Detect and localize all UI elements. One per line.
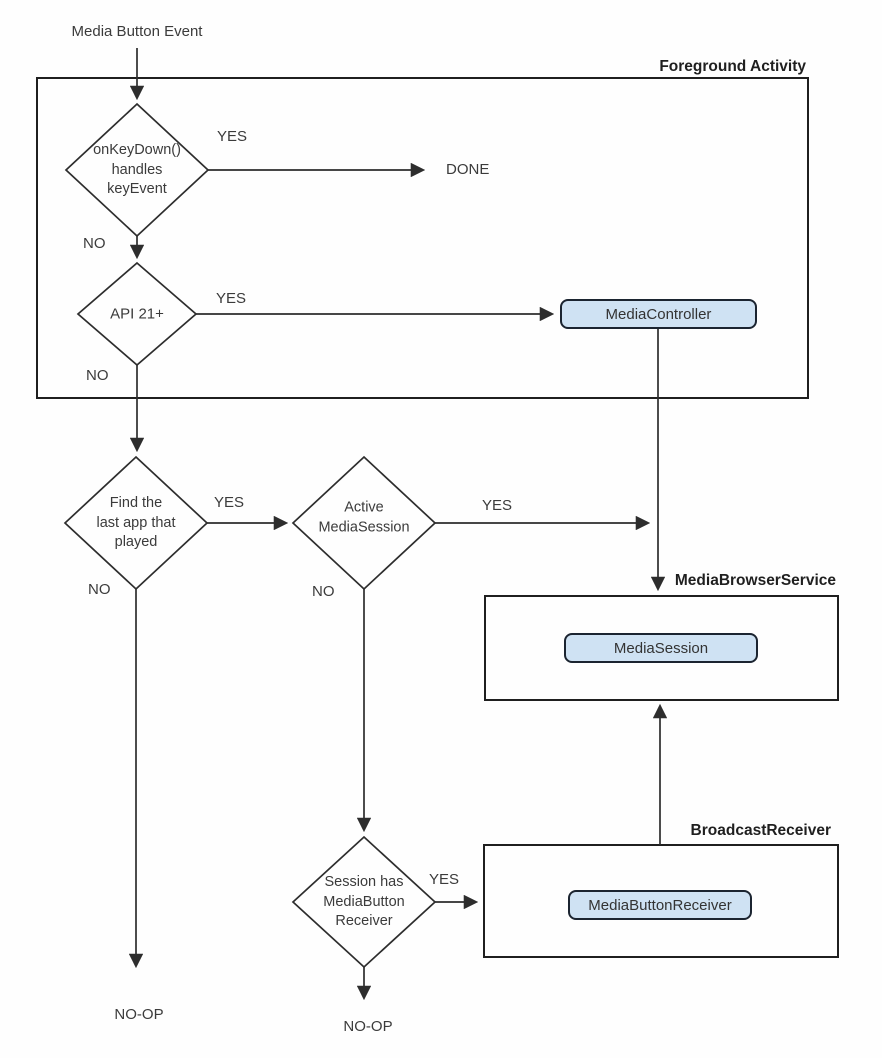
edge-label-onkeydown-no: NO (83, 235, 106, 252)
decision-find-last-app-line3: played (114, 533, 158, 550)
edge-label-api21-no: NO (86, 367, 109, 384)
start-label: Media Button Event (71, 23, 203, 40)
decision-session-has-receiver-line1: Session has (324, 873, 404, 890)
terminal-noop-center: NO-OP (343, 1018, 393, 1035)
media-session-node: MediaSession (564, 633, 758, 663)
decision-active-media-session-line1: Active (344, 499, 384, 516)
edge-label-api21-yes: YES (216, 290, 247, 307)
edge-label-done: DONE (446, 161, 490, 178)
decision-session-has-receiver-text: Session has MediaButton Receiver (323, 873, 404, 932)
foreground-activity-label: Foreground Activity (659, 58, 806, 75)
decision-onkeydown-line1: onKeyDown() (93, 141, 181, 158)
decision-onkeydown-line3: keyEvent (107, 180, 167, 197)
edge-label-active-session-no: NO (312, 583, 335, 600)
decision-api21-text: API 21+ (110, 304, 164, 324)
broadcast-receiver-box (483, 844, 839, 958)
decision-find-last-app-line2: last app that (96, 514, 176, 531)
decision-find-last-app-text: Find the last app that played (97, 494, 176, 553)
decision-api21-line1: API 21+ (110, 305, 164, 323)
foreground-activity-box (36, 77, 809, 399)
decision-session-has-receiver-line2: MediaButton (323, 893, 405, 910)
edge-label-find-last-app-no: NO (88, 581, 111, 598)
decision-onkeydown-line2: handles (111, 161, 163, 178)
edge-label-active-session-yes: YES (482, 497, 513, 514)
edge-label-find-last-app-yes: YES (214, 494, 245, 511)
decision-active-media-session-text: Active MediaSession (318, 499, 409, 538)
edge-label-session-receiver-yes: YES (429, 871, 460, 888)
media-controller-node: MediaController (560, 299, 757, 329)
terminal-noop-left: NO-OP (114, 1006, 164, 1023)
decision-session-has-receiver-line3: Receiver (335, 912, 393, 929)
decision-active-media-session-line2: MediaSession (318, 519, 410, 535)
media-browser-service-label: MediaBrowserService (674, 572, 836, 589)
decision-onkeydown-text: onKeyDown() handles keyEvent (93, 141, 181, 200)
edge-label-onkeydown-yes: YES (217, 128, 248, 145)
broadcast-receiver-label: BroadcastReceiver (690, 822, 831, 839)
media-button-receiver-node: MediaButtonReceiver (568, 890, 752, 920)
decision-find-last-app-line1: Find the (109, 494, 163, 511)
media-browser-service-box (484, 595, 839, 701)
